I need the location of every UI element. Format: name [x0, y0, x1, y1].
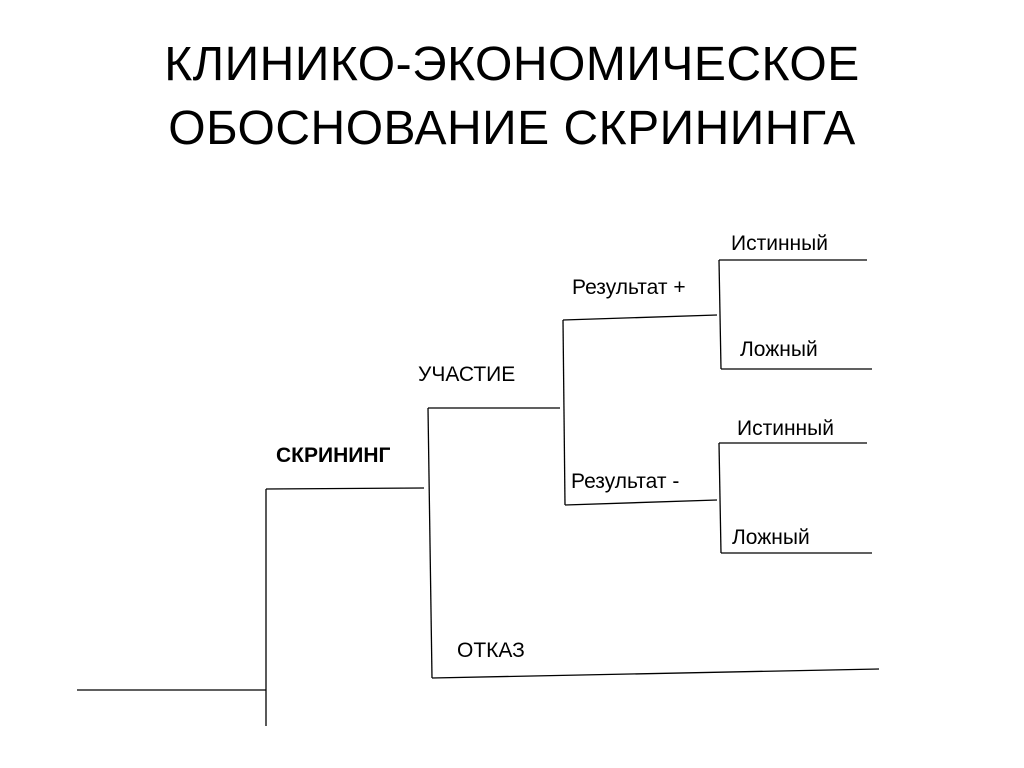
slide-title-line-2: ОБОСНОВАНИЕ СКРИНИНГА [168, 102, 856, 155]
result-negative-label: Результат - [571, 470, 680, 493]
refusal-branch-line [431, 668, 880, 679]
result-positive-label: Результат + [572, 276, 686, 299]
participation-label: УЧАСТИЕ [418, 363, 516, 386]
screening-vertical-connector [427, 407, 433, 679]
slide-title-line-1: КЛИНИКО-ЭКОНОМИЧЕСКОЕ [164, 38, 860, 91]
result-positive-vertical-connector [718, 259, 722, 370]
screening-branch-line [265, 487, 425, 490]
positive-false-label: Ложный [740, 338, 818, 361]
negative-false-label: Ложный [732, 526, 810, 549]
result-positive-branch-line [562, 314, 718, 321]
negative-true-label: Истинный [737, 417, 834, 440]
positive-true-label: Истинный [731, 232, 828, 255]
refusal-label: ОТКАЗ [457, 639, 525, 662]
result-negative-branch-line [564, 499, 718, 506]
result-negative-vertical-connector [718, 442, 722, 554]
screening-label: СКРИНИНГ [276, 444, 391, 467]
participation-vertical-connector [562, 319, 566, 506]
